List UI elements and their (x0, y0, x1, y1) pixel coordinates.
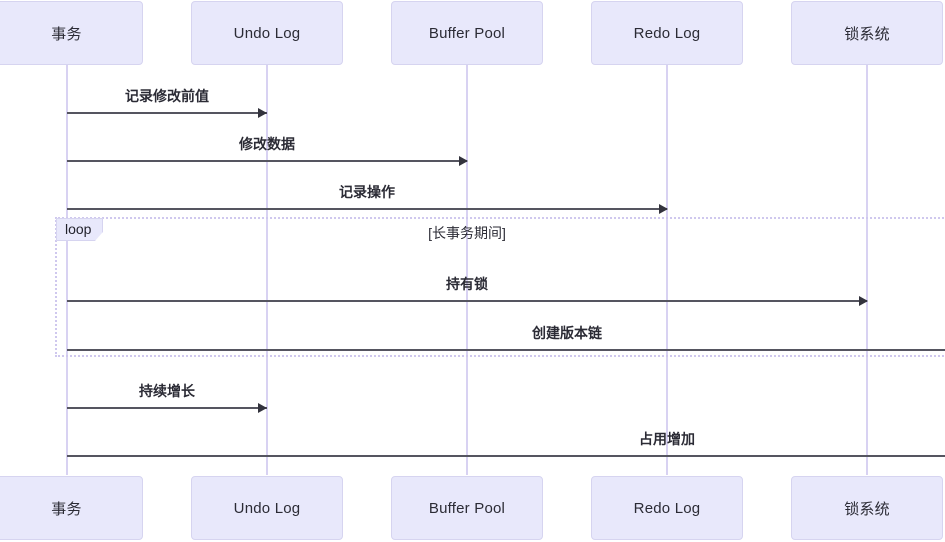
message-label-4: 创建版本链 (532, 325, 602, 341)
message-label-5: 持续增长 (139, 383, 195, 399)
lifeline-lock-system (866, 65, 868, 475)
lifeline-buffer-pool (466, 65, 468, 475)
lifeline-undo-log (266, 65, 268, 475)
message-line-0 (67, 112, 267, 114)
message-line-5 (67, 407, 267, 409)
participant-box-bottom-undo-log[interactable]: Undo Log (191, 476, 343, 540)
message-label-3: 持有锁 (446, 276, 488, 292)
message-line-3 (67, 300, 867, 302)
participant-box-top-buffer-pool[interactable]: Buffer Pool (391, 1, 543, 65)
participant-box-top-transaction[interactable]: 事务 (0, 1, 143, 65)
loop-tag-label: loop (56, 218, 104, 241)
participant-box-bottom-buffer-pool[interactable]: Buffer Pool (391, 476, 543, 540)
message-arrowhead-1 (459, 156, 468, 166)
participant-box-bottom-redo-log[interactable]: Redo Log (591, 476, 743, 540)
message-line-2 (67, 208, 667, 210)
message-line-1 (67, 160, 467, 162)
participant-box-top-lock-system[interactable]: 锁系统 (791, 1, 943, 65)
message-arrowhead-0 (258, 108, 267, 118)
message-line-6 (67, 455, 945, 457)
lifeline-redo-log (666, 65, 668, 475)
participant-box-bottom-transaction[interactable]: 事务 (0, 476, 143, 540)
message-label-1: 修改数据 (239, 136, 295, 152)
message-arrowhead-3 (859, 296, 868, 306)
loop-fragment (55, 217, 945, 357)
lifeline-transaction (66, 65, 68, 475)
message-label-6: 占用增加 (639, 431, 695, 447)
participant-box-top-redo-log[interactable]: Redo Log (591, 1, 743, 65)
message-arrowhead-5 (258, 403, 267, 413)
participant-box-top-undo-log[interactable]: Undo Log (191, 1, 343, 65)
message-label-0: 记录修改前值 (125, 88, 209, 104)
loop-condition-label: [长事务期间] (428, 225, 506, 241)
participant-box-bottom-lock-system[interactable]: 锁系统 (791, 476, 943, 540)
message-arrowhead-2 (659, 204, 668, 214)
message-line-4 (67, 349, 945, 351)
message-label-2: 记录操作 (339, 184, 395, 200)
